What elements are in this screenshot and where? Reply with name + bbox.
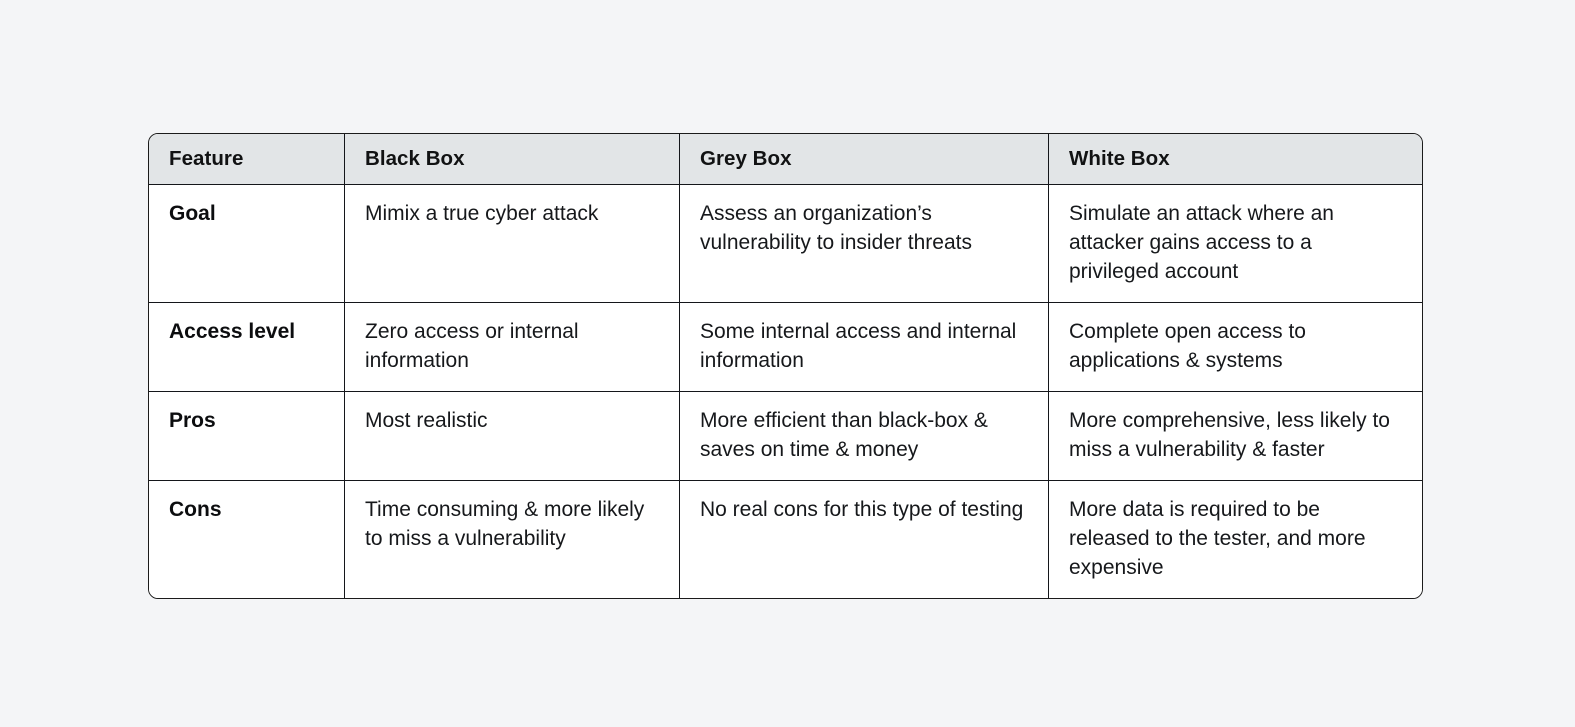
column-header-white-box: White Box bbox=[1048, 134, 1422, 185]
cell-feature-pros: Pros bbox=[149, 390, 344, 480]
table-header-row: Feature Black Box Grey Box White Box bbox=[149, 134, 1422, 185]
cell-feature-goal: Goal bbox=[149, 185, 344, 302]
cell-black-box-goal: Mimix a true cyber attack bbox=[344, 185, 679, 302]
cell-feature-cons: Cons bbox=[149, 479, 344, 598]
column-header-black-box: Black Box bbox=[344, 134, 679, 185]
table-row: Goal Mimix a true cyber attack Assess an… bbox=[149, 185, 1422, 302]
table-row: Access level Zero access or internal inf… bbox=[149, 301, 1422, 391]
cell-white-box-pros: More comprehensive, less likely to miss … bbox=[1048, 390, 1422, 480]
table-body: Goal Mimix a true cyber attack Assess an… bbox=[149, 185, 1422, 598]
cell-grey-box-pros: More efficient than black-box & saves on… bbox=[679, 390, 1048, 480]
table-row: Pros Most realistic More efficient than … bbox=[149, 390, 1422, 480]
column-header-feature: Feature bbox=[149, 134, 344, 185]
cell-grey-box-cons: No real cons for this type of testing bbox=[679, 479, 1048, 598]
cell-grey-box-goal: Assess an organization’s vulnerability t… bbox=[679, 185, 1048, 302]
cell-feature-access-level: Access level bbox=[149, 301, 344, 391]
cell-white-box-goal: Simulate an attack where an attacker gai… bbox=[1048, 185, 1422, 302]
table-header: Feature Black Box Grey Box White Box bbox=[149, 134, 1422, 185]
column-header-grey-box: Grey Box bbox=[679, 134, 1048, 185]
cell-white-box-access-level: Complete open access to applications & s… bbox=[1048, 301, 1422, 391]
comparison-table: Feature Black Box Grey Box White Box Goa… bbox=[148, 133, 1423, 599]
table-row: Cons Time consuming & more likely to mis… bbox=[149, 479, 1422, 598]
cell-black-box-cons: Time consuming & more likely to miss a v… bbox=[344, 479, 679, 598]
cell-grey-box-access-level: Some internal access and internal inform… bbox=[679, 301, 1048, 391]
cell-white-box-cons: More data is required to be released to … bbox=[1048, 479, 1422, 598]
cell-black-box-pros: Most realistic bbox=[344, 390, 679, 480]
cell-black-box-access-level: Zero access or internal information bbox=[344, 301, 679, 391]
